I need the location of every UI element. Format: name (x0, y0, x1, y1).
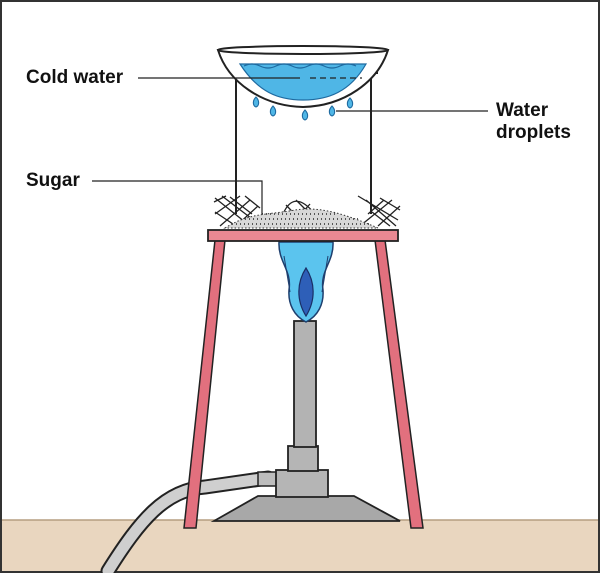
water-droplet (301, 109, 309, 121)
burner-base (210, 495, 401, 522)
water-droplets-label: Water droplets (496, 100, 571, 144)
cold-water-body (238, 63, 368, 101)
burner-tube (293, 320, 317, 448)
water-droplet (346, 97, 354, 109)
water-droplet (328, 105, 336, 117)
tripod (183, 229, 424, 529)
cold-water-label: Cold water (26, 67, 124, 88)
tripod-top (207, 229, 399, 242)
bunsen-burner (210, 320, 401, 522)
leader-lines (92, 77, 488, 214)
water-droplets-label-line1: Water (496, 100, 549, 121)
burner-air-regulator (287, 445, 319, 472)
sugar-label: Sugar (26, 170, 80, 191)
ground-surface (2, 520, 598, 571)
cold-water-surface (243, 63, 357, 69)
flame (278, 241, 334, 323)
sugar-leader (92, 180, 263, 214)
sugar-heap (223, 208, 379, 229)
water-droplets (252, 96, 354, 121)
water-droplet (269, 105, 277, 117)
burner-collar (275, 469, 329, 498)
sugar-grains (232, 213, 372, 225)
water-droplet (252, 96, 260, 108)
water-droplets-label-line2: droplets (496, 122, 571, 143)
flame-streak-left (283, 255, 291, 293)
evaporating-dish (216, 45, 390, 109)
flame-inner-cone (298, 266, 314, 318)
dish-rim (217, 45, 389, 55)
flame-streak-right (321, 255, 329, 293)
